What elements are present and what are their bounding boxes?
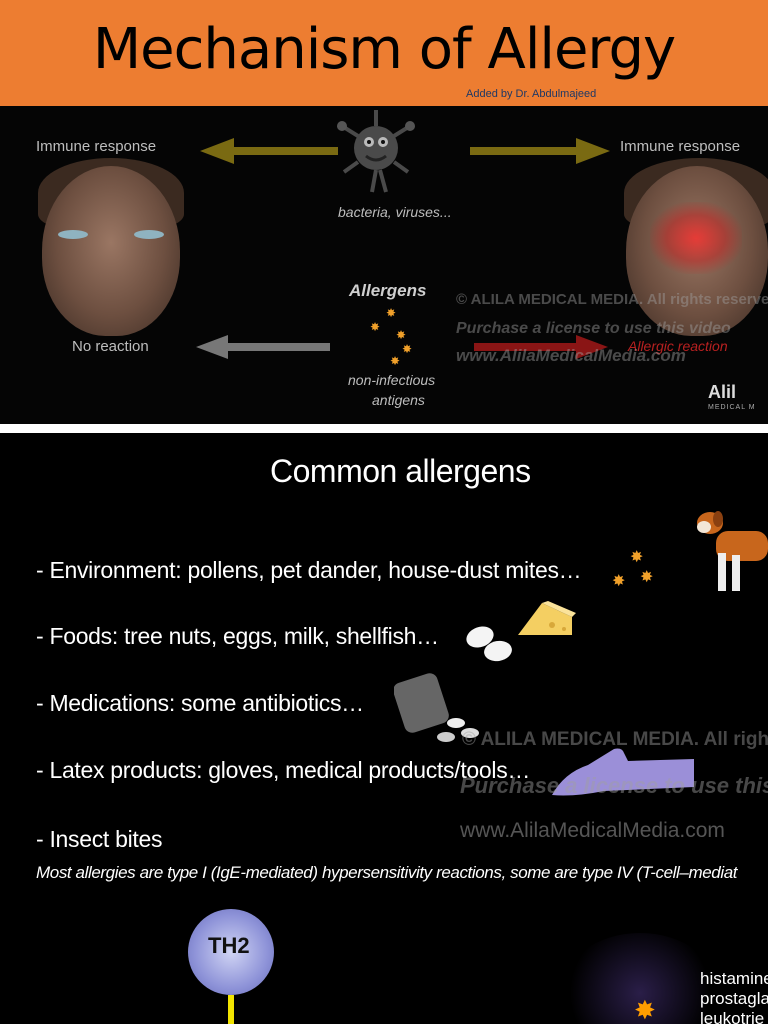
alila-logo-sub: MEDICAL M	[708, 404, 756, 411]
cheese-icon	[518, 601, 576, 635]
allergen-item: - Latex products: gloves, medical produc…	[36, 757, 531, 783]
arrow-left-immune-icon	[200, 138, 338, 164]
pollen-icon: ✸	[402, 342, 413, 356]
left-face-illustration	[42, 166, 180, 336]
mediator-burst-icon: ✸	[634, 995, 656, 1024]
no-reaction-label: No reaction	[72, 338, 149, 355]
th2-connector	[228, 995, 234, 1024]
pollen-icon: ✸	[640, 569, 654, 586]
pill-bottle-icon	[394, 673, 479, 742]
mediator-glow	[560, 933, 720, 1024]
alila-logo: Alil	[708, 382, 737, 402]
common-allergens-panel: Common allergens - Environment: pollens,…	[0, 433, 768, 1024]
pathogens-label: bacteria, viruses...	[338, 204, 452, 220]
watermark-line: Purchase a license to use this v	[460, 773, 768, 798]
page-title: Mechanism of Allergy	[92, 17, 676, 82]
allergen-item: - Insect bites	[36, 826, 163, 852]
pollen-icon: ✸	[396, 328, 407, 342]
arrow-right-immune-icon	[470, 138, 610, 164]
allergens-label: Allergens	[349, 281, 427, 300]
allergy-type-note: Most allergies are type I (IgE-mediated)…	[36, 863, 738, 882]
allergens-heading: Common allergens	[270, 453, 531, 489]
mediator-label: histamine	[700, 969, 768, 988]
allergen-item: - Medications: some antibiotics…	[36, 690, 364, 716]
latex-glove-icon	[552, 748, 694, 796]
mediator-label: leukotrie	[700, 1009, 765, 1024]
immune-response-left-label: Immune response	[36, 138, 157, 155]
immune-response-right-label: Immune response	[620, 138, 741, 155]
left-face-eyes	[58, 230, 164, 240]
pollen-icon: ✸	[370, 320, 381, 334]
mediator-label: prostagla	[700, 989, 768, 1008]
virus-icon	[337, 110, 415, 193]
pollen-icon: ✸	[630, 549, 644, 566]
pollen-icon: ✸	[612, 573, 626, 590]
non-infectious-label-line1: non-infectious	[348, 372, 436, 388]
panel-separator	[0, 424, 768, 433]
allergic-reaction-label: Allergic reaction	[628, 338, 728, 354]
pollen-icon: ✸	[390, 354, 401, 368]
non-infectious-label-line2: antigens	[372, 392, 425, 408]
dog-icon	[697, 511, 768, 591]
immune-response-panel: Immune response Immune response bacteria…	[0, 106, 768, 424]
allergen-item: - Foods: tree nuts, eggs, milk, shellfis…	[36, 623, 439, 649]
th2-cell-icon	[188, 909, 274, 995]
th2-cell-label: TH2	[208, 933, 250, 958]
watermark-line: www.AlilaMedicalMedia.com	[460, 819, 725, 842]
watermark-line: Purchase a license to use this video	[456, 320, 731, 337]
inflamed-sinus-icon	[650, 202, 742, 274]
watermark-line: © ALILA MEDICAL MEDIA. All rights reserv…	[456, 291, 768, 308]
arrow-left-no-reaction-icon	[196, 335, 330, 359]
arrow-right-allergic-icon	[474, 335, 608, 359]
watermark-line: © ALILA MEDICAL MEDIA. All rights re	[462, 729, 768, 750]
credit-text: Added by Dr. Abdulmajeed	[466, 88, 597, 100]
allergen-item: - Environment: pollens, pet dander, hous…	[36, 557, 582, 583]
pollen-icon: ✸	[386, 306, 397, 320]
title-banner: Mechanism of Allergy Added by Dr. Abdulm…	[0, 0, 768, 106]
watermark-line: www.AlilaMedicalMedia.com	[456, 346, 686, 365]
